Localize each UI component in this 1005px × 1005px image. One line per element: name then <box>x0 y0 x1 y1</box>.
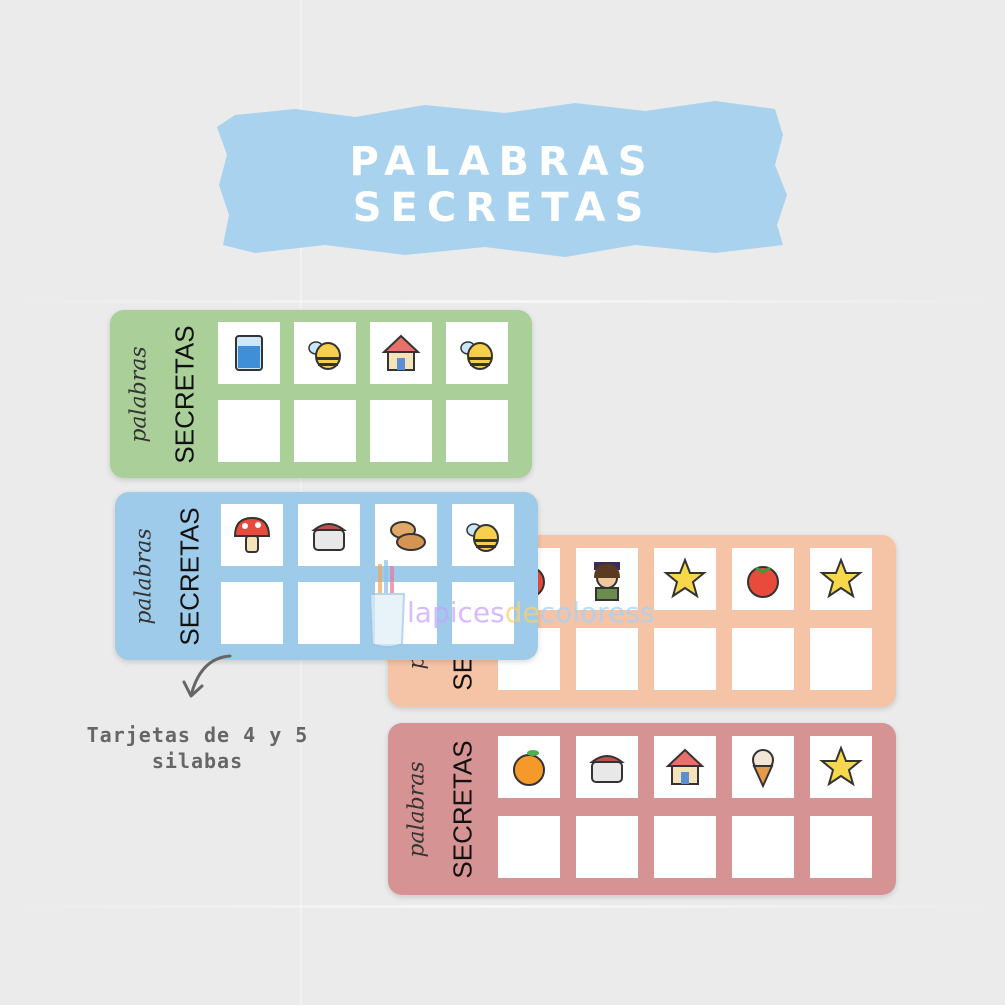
orange-fruit-icon <box>513 750 545 786</box>
card-blue-four-syllables: palabras SECRETAS <box>115 492 538 660</box>
answer-box[interactable] <box>732 816 794 878</box>
bee-icon <box>460 341 493 370</box>
answer-box[interactable] <box>370 400 432 462</box>
answer-box[interactable] <box>452 582 514 644</box>
answer-box[interactable] <box>810 628 872 690</box>
answer-box[interactable] <box>810 816 872 878</box>
curved-arrow-icon <box>182 654 232 698</box>
pot-icon <box>589 755 625 783</box>
bread-icon <box>390 521 426 551</box>
ice-cream-icon <box>752 749 774 789</box>
pot-icon <box>311 523 347 551</box>
picture-box <box>498 736 560 798</box>
picture-box <box>810 736 872 798</box>
answer-box[interactable] <box>298 582 360 644</box>
answer-box[interactable] <box>654 628 716 690</box>
secretas-label: SECRETAS <box>169 324 200 464</box>
star-icon <box>819 745 863 787</box>
palabras-script-label: palabras <box>404 760 430 858</box>
star-icon <box>663 557 707 599</box>
answer-box[interactable] <box>446 400 508 462</box>
picture-box <box>375 504 437 566</box>
brush-stroke-shape <box>217 101 787 257</box>
secretas-label: SECRETAS <box>174 506 205 646</box>
picture-box <box>576 548 638 610</box>
glass-of-water-icon <box>235 335 263 371</box>
syllable-note: Tarjetas de 4 y 5 silabas <box>60 722 335 774</box>
answer-box[interactable] <box>732 628 794 690</box>
picture-box <box>452 504 514 566</box>
note-line-1: Tarjetas de 4 y 5 <box>86 723 309 747</box>
card-side: palabras SECRETAS <box>388 723 488 895</box>
tomato-icon <box>747 566 779 598</box>
person-icon <box>594 562 620 601</box>
secretas-label: SECRETAS <box>447 739 478 879</box>
answer-box[interactable] <box>498 816 560 878</box>
picture-box <box>298 504 360 566</box>
title-banner: PALABRAS SECRETAS <box>215 95 790 260</box>
answer-box[interactable] <box>576 816 638 878</box>
house-icon <box>381 334 421 371</box>
house-icon <box>665 748 705 785</box>
answer-box[interactable] <box>221 582 283 644</box>
palabras-script-label: palabras <box>131 527 157 625</box>
answer-box[interactable] <box>576 628 638 690</box>
picture-box <box>294 322 356 384</box>
answer-box[interactable] <box>294 400 356 462</box>
bee-icon <box>466 523 499 552</box>
palabras-script-label: palabras <box>126 345 152 443</box>
picture-box <box>218 322 280 384</box>
card-side: palabras SECRETAS <box>110 310 210 478</box>
picture-box <box>446 322 508 384</box>
page-title: PALABRAS SECRETAS <box>349 139 656 231</box>
note-line-2: silabas <box>151 749 244 773</box>
answer-box[interactable] <box>654 816 716 878</box>
mushroom-icon <box>233 516 271 553</box>
picture-box <box>576 736 638 798</box>
answer-box[interactable] <box>375 582 437 644</box>
picture-box <box>221 504 283 566</box>
picture-box <box>370 322 432 384</box>
card-green-four-syllables: palabras SECRETAS <box>110 310 532 478</box>
picture-box <box>810 548 872 610</box>
star-icon <box>819 557 863 599</box>
answer-box[interactable] <box>218 400 280 462</box>
picture-box <box>732 736 794 798</box>
card-red-five-syllables: palabras SECRETAS <box>388 723 896 895</box>
card-side: palabras SECRETAS <box>115 492 215 660</box>
picture-box <box>732 548 794 610</box>
picture-box <box>654 736 716 798</box>
bee-icon <box>308 341 341 370</box>
picture-box <box>654 548 716 610</box>
